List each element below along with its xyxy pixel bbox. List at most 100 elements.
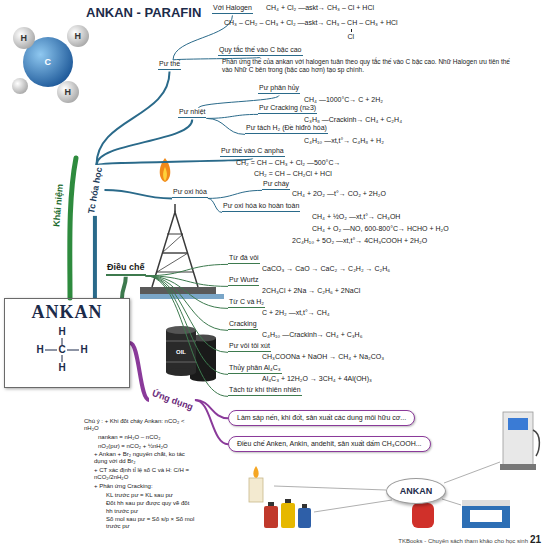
- node-text: Pư thế: [159, 60, 180, 68]
- gas-pump-part: [533, 430, 539, 456]
- topic-label: Thủy phân Al₄C₃: [228, 364, 282, 374]
- structure-bonds-part: [62, 355, 63, 362]
- paint-can-part: [470, 510, 502, 522]
- methane-model-part: [67, 25, 89, 47]
- equation: CH₄ + ½O₂ —xt,t°→ CH₃OH: [312, 213, 400, 221]
- atom-symbol: H: [75, 31, 82, 42]
- node-text: Điều chế Anken, Ankin, andehit, sản xuất…: [237, 440, 422, 448]
- note-line: nankan = nH₂O – nCO₂: [98, 434, 196, 441]
- oil-rig-part: [174, 204, 176, 212]
- lubricant-bottles-part: [268, 502, 274, 506]
- equation: CH₄ —1000°C→ C + 2H₂: [304, 96, 383, 104]
- equation: C₃H₈ —Crackinh→ CH₄ + C₂H₄: [304, 116, 402, 124]
- central-box: ANKAN: [4, 298, 130, 388]
- topic-label: Pư thế: [158, 60, 181, 70]
- oil-barrels-part: [166, 341, 196, 342]
- branch-line: [122, 277, 126, 298]
- equation: CH₃COONa + NaOH → CH₄ + Na₂CO₃: [262, 353, 384, 361]
- node-text: Tc hóa học: [86, 166, 105, 214]
- equation: CaCO₃ → CaO → CaC₂ → C₂H₂ → C₂H₆: [262, 265, 390, 273]
- note-line: + Ankan + Br₂ nguyên chất, ko tác dụng v…: [94, 451, 196, 465]
- node-text: Pư oxi hóa ko hoàn toàn: [223, 202, 299, 210]
- oil-barrels-part: [190, 375, 216, 382]
- topic-label: Pư phân hủy: [258, 84, 300, 94]
- node-text: Pư cháy: [263, 180, 289, 188]
- branch-line: [96, 119, 192, 165]
- node-text: Điều chế: [107, 262, 145, 273]
- atom-symbol: C: [59, 344, 66, 356]
- equation: C₄H₁₀ —xt,t°→ C₄H₈ + H₂: [304, 137, 384, 145]
- concept-band: [70, 158, 76, 298]
- node-text: Pư Wurtz: [229, 276, 258, 284]
- structure-bonds-part: [45, 350, 57, 351]
- branch-line: [206, 118, 245, 134]
- oil-rig-part: [157, 234, 193, 272]
- gas-pump-part: [508, 418, 528, 430]
- note-line: nO₂(pư) = nCO₂ + ½nH₂O: [98, 443, 196, 450]
- structure-bonds-part: [67, 350, 79, 351]
- center-ellipse: ANKAN: [386, 478, 446, 504]
- topic-label: Pư nhiệt: [178, 108, 206, 118]
- methane-model-part: [13, 27, 35, 49]
- atom-symbol: H: [81, 344, 88, 356]
- branch-line: [173, 15, 232, 60]
- product-leaders-part: [314, 500, 392, 512]
- lubricant-bottles-part: [264, 506, 278, 528]
- product-leaders-part: [444, 462, 500, 483]
- node-text: Từ đá vôi: [229, 254, 259, 262]
- topic-label: Từ C và H₂: [228, 298, 265, 308]
- note-line: + Phản ứng Cracking:: [94, 483, 196, 490]
- branch-title: Ứng dụng: [149, 387, 195, 413]
- paint-can-part: [462, 500, 510, 506]
- methane-model: [12, 25, 89, 103]
- topic-label: Pư vôi tôi xút: [228, 342, 271, 352]
- topic-label: Pư thế vào C anpha: [220, 147, 285, 157]
- candle-picture-part: [253, 466, 258, 478]
- topic-label: Tách từ khí thiên nhiên: [228, 386, 302, 396]
- equation: CH₂ = CH – CH₃ + Cl₂ —500°C→: [236, 159, 340, 167]
- notes-column: Chú ý : + Khi đốt cháy Ankan: nCO₂ < nH₂…: [84, 418, 196, 532]
- oil-rig: [140, 204, 224, 299]
- node-text: Pư tách H₂ (Đề hiđrô hóa): [246, 124, 327, 132]
- atom-symbol: H: [59, 362, 66, 374]
- topic-label: Với Halogen: [212, 4, 253, 14]
- node-text: Pư phân hủy: [259, 84, 299, 92]
- branch-line: [104, 190, 172, 198]
- product-leaders-part: [274, 486, 386, 490]
- page-title: ANKAN - PARAFIN: [86, 5, 201, 20]
- branch-line: [195, 400, 228, 444]
- equation: CH₄ + O₂ —NO, 600-800°C→ HCHO + H₂O: [312, 225, 449, 233]
- paint-can-part: [462, 500, 510, 528]
- branch-line: [146, 276, 228, 353]
- candle-picture: [249, 466, 263, 502]
- atom-symbol: H: [65, 87, 72, 98]
- oil-barrels-part: [166, 362, 196, 363]
- equation: Al₄C₃ + 12H₂O → 3CH₄ + 4Al(OH)₃: [262, 375, 372, 383]
- node-text: Ứng dụng: [150, 387, 194, 412]
- atom-symbol: H: [37, 344, 44, 356]
- note-line: + CT xác định tỉ lệ số C và H: C/H = nCO…: [94, 467, 196, 481]
- topic-label: Pư oxi hóa: [172, 188, 208, 198]
- branch-title: Khái niệm: [51, 183, 66, 227]
- branch-line: [146, 264, 228, 275]
- topic-label: Pư cháy: [262, 180, 290, 190]
- equation: CH₃ – CH₂ – CH₃ + Cl₂ —askt→ CH₃ – CH – …: [224, 19, 398, 27]
- oil-barrels-part: [166, 326, 196, 334]
- branch-title: Điều chế: [106, 262, 146, 276]
- node-text: Cracking: [229, 320, 257, 328]
- branch-line: [130, 343, 149, 400]
- node-text: ANKAN: [5, 302, 129, 324]
- paint-can: [462, 500, 510, 528]
- gas-pump-part: [503, 412, 533, 466]
- oil-rig-part: [157, 234, 188, 272]
- node-text: Pư vôi tôi xút: [229, 342, 270, 350]
- substituent: Cl: [348, 33, 355, 41]
- node-text: Với Halogen: [213, 4, 252, 12]
- rule-text: Phản ứng thế của ankan với halogen tuân …: [222, 58, 522, 74]
- node-text: ANKAN: [400, 486, 433, 497]
- branch-title: Tc hóa học: [85, 165, 104, 215]
- lubricant-bottles-part: [281, 503, 295, 528]
- application-box: Điều chế Anken, Ankin, andehit, sản xuất…: [228, 436, 431, 452]
